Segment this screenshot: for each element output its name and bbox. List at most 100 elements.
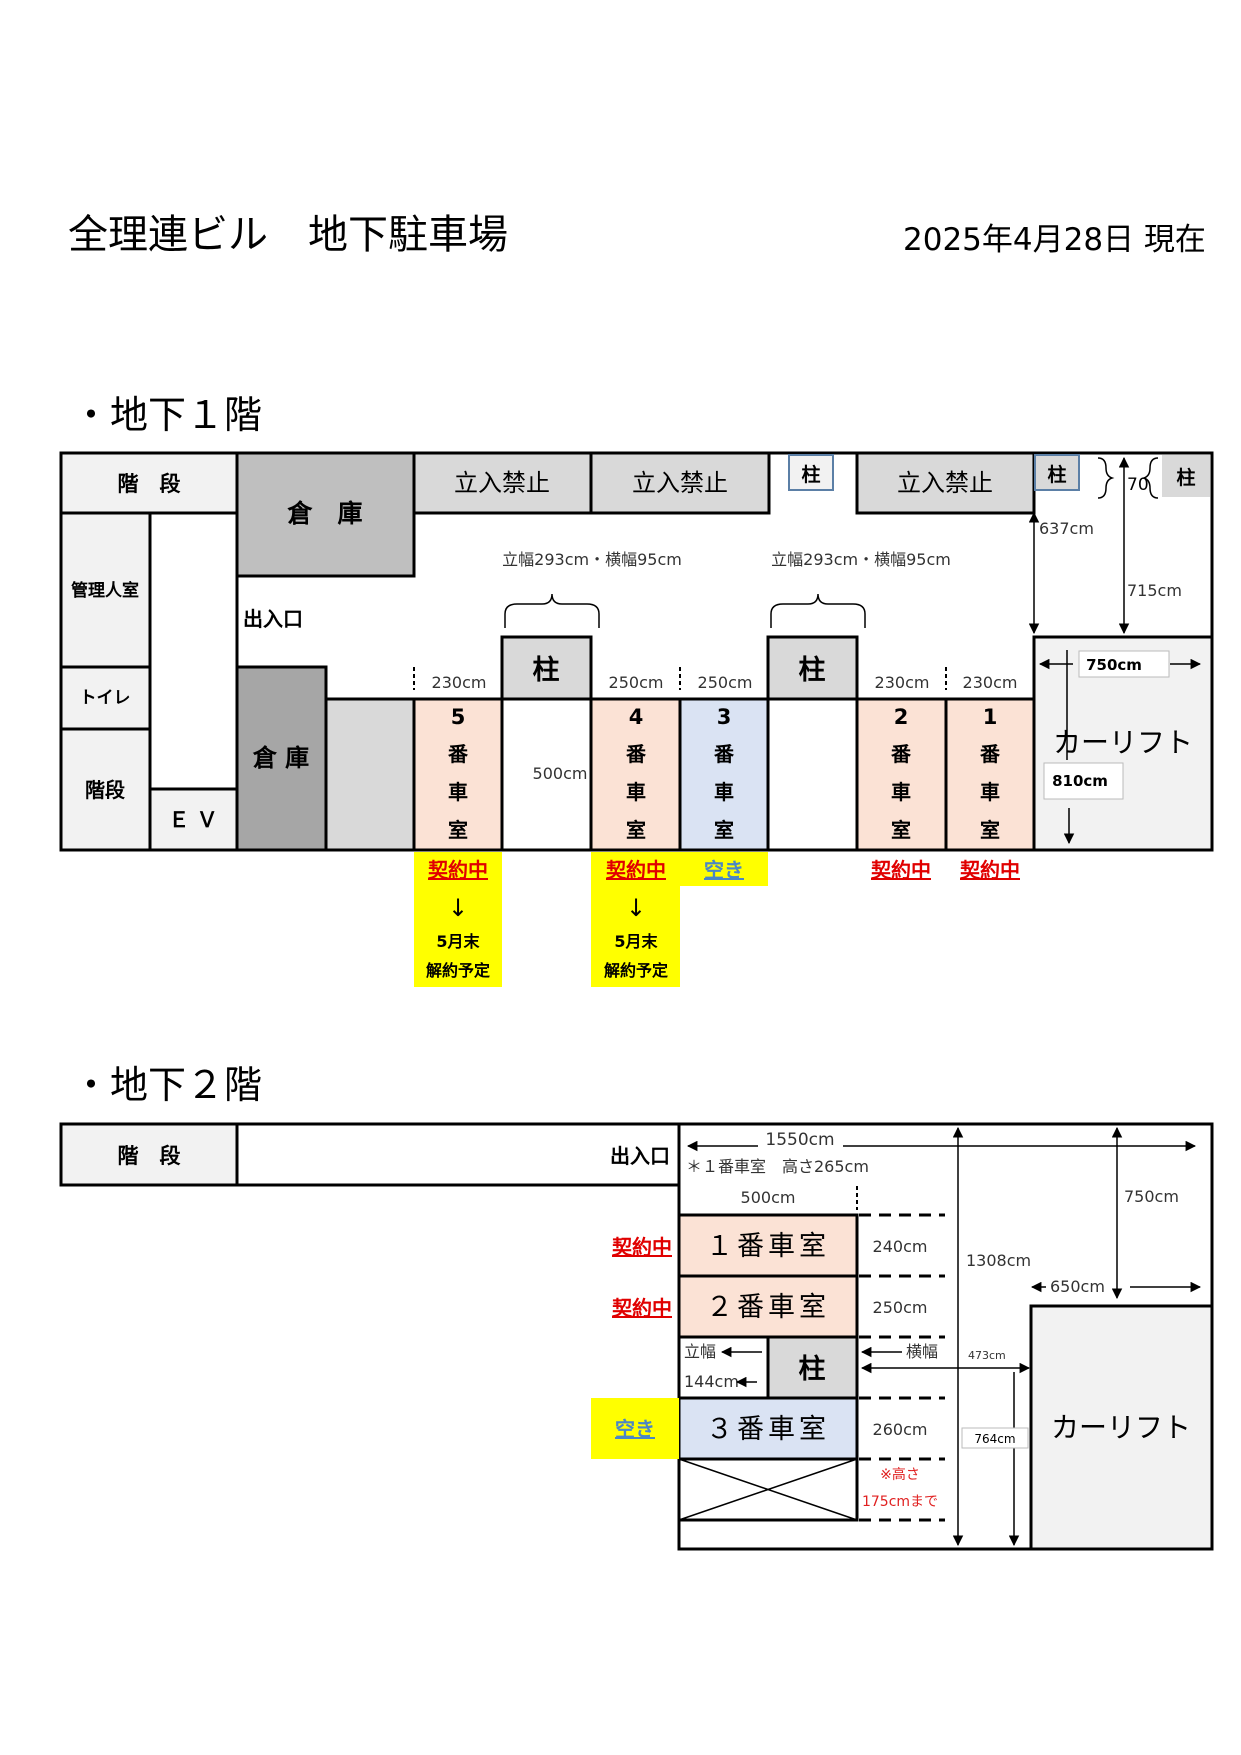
b2-dim-260: 260cm: [873, 1420, 928, 1439]
b2-stairs: [59, 1122, 239, 1187]
b2-room-3[interactable]: ３番車室: [677, 1396, 859, 1461]
b1-room-4-shitsu: 室: [626, 818, 646, 842]
b1-heading: ・地下１階: [72, 393, 263, 437]
b1-status-3-bg: [680, 852, 768, 886]
b1-pillar-brace-1: [504, 593, 600, 628]
b2-dim-240: 240cm: [873, 1237, 928, 1256]
b1-storage-upper: [235, 451, 416, 578]
b1-space-empty: [766, 697, 859, 852]
b2-heading: ・地下２階: [72, 1063, 263, 1107]
b1-pillar-small-3-label: 柱: [1176, 466, 1195, 489]
b1-entrance-label[interactable]: 出入口: [243, 607, 303, 631]
b2-carlift: [1029, 1304, 1214, 1551]
b1-room-3[interactable]: 3 番 車 室: [678, 697, 770, 852]
b2-status-3: 空き: [615, 1417, 655, 1441]
b1-no-entry-2: [589, 451, 771, 515]
b2-yokohaba: 横幅: [906, 1342, 938, 1361]
b1-no-entry-1-label: 立入禁止: [454, 469, 550, 497]
b2-status-3-bg: [591, 1398, 679, 1459]
b1-750-box: [1078, 650, 1170, 678]
b1-status-4-arrow: ↓: [626, 894, 646, 922]
b1-w-3: 250cm: [698, 673, 753, 692]
b1-room-2[interactable]: 2 番 車 室: [855, 697, 948, 852]
b1-room-4-ban: 番: [625, 742, 647, 766]
b1-status-5-bg: [414, 852, 502, 987]
b1-w-1: 230cm: [963, 673, 1018, 692]
b1-room-1[interactable]: 1 番 車 室: [944, 697, 1036, 852]
b1-dim-810: 810cm: [1052, 772, 1108, 790]
b2-room-1[interactable]: １番車室: [677, 1213, 859, 1278]
b2-carlift-label: カーリフト: [1051, 1411, 1191, 1444]
b2-pillar-side: [677, 1335, 770, 1400]
b1-status-5-month: 5月末: [436, 932, 480, 951]
b1-storage-lower-label: 倉 庫: [252, 744, 309, 772]
b1-status-5: 契約中: [427, 858, 488, 882]
b1-no-entry-3-label: 立入禁止: [897, 469, 993, 497]
b1-brace-70b: [1141, 457, 1159, 499]
b1-room-2-num: 2: [894, 705, 909, 729]
b1-status-4-month: 5月末: [614, 932, 658, 951]
b1-room-3-ban: 番: [713, 742, 735, 766]
b1-status-4-plan: 解約予定: [604, 961, 668, 980]
b1-dim-70: 70: [1127, 475, 1149, 495]
b1-room-4[interactable]: 4 番 車 室: [589, 697, 682, 852]
b1-carlift-label: カーリフト: [1053, 726, 1193, 759]
page-title: 全理連ビル 地下駐車場: [68, 212, 508, 258]
b1-room-3-shitsu: 室: [714, 818, 734, 842]
b1-pillar-small-2: [1034, 454, 1080, 491]
b2-note-h2: 175cmまで: [862, 1494, 938, 1510]
b1-toilet: [59, 665, 152, 731]
b2-dim-250: 250cm: [873, 1298, 928, 1317]
b1-status-5-arrow: ↓: [448, 894, 468, 922]
b2-entrance-label[interactable]: 出入口: [610, 1144, 670, 1168]
b1-stairs-label: 階段: [85, 778, 125, 802]
b2-dashed-lines: [859, 1213, 945, 1522]
b1-len-500: 500cm: [533, 764, 588, 783]
b2-pillar-label: 柱: [799, 1354, 826, 1385]
b1-dim-750: 750cm: [1086, 656, 1142, 674]
b2-dim-650: 650cm: [1050, 1277, 1105, 1296]
as-of-date: 2025年4月28日 現在: [903, 222, 1206, 258]
b1-status-4: 契約中: [605, 858, 666, 882]
b1-shaft: [148, 511, 239, 791]
b1-pillar-brace-2: [770, 593, 866, 628]
b2-status-2: 契約中: [611, 1296, 672, 1320]
b1-status-5-plan: 解約予定: [426, 961, 490, 980]
b1-w-5: 230cm: [432, 673, 487, 692]
b1-pillar-dim-2: 立幅293cm・横幅95cm: [771, 550, 951, 569]
b1-status-3: 空き: [704, 858, 744, 882]
b1-elevator: [148, 787, 239, 852]
b1-pillar-big-2: [766, 635, 859, 701]
b2-corridor: [235, 1122, 681, 1187]
b1-no-entry-2-label: 立入禁止: [632, 469, 728, 497]
b1-room-5[interactable]: 5 番 車 室: [412, 697, 504, 852]
b2-room-2[interactable]: ２番車室: [677, 1274, 859, 1339]
b2-room-3-label: ３番車室: [706, 1414, 830, 1445]
b1-pillar-small-1-label: 柱: [801, 463, 820, 486]
b2-dim-750: 750cm: [1124, 1187, 1179, 1206]
b1-room-4-num: 4: [629, 705, 644, 729]
b2-764-box: [961, 1427, 1029, 1449]
b2-plan: 階 段 出入口 1550cm ＊１番車室 高さ265cm 500cm １番車室 …: [59, 1122, 1214, 1551]
b2-dim-500: 500cm: [741, 1188, 796, 1207]
b1-storage-upper-label: 倉 庫: [286, 499, 362, 528]
b2-status-1: 契約中: [611, 1235, 672, 1259]
b1-status: 契約中 ↓ 5月末 解約予定 契約中 ↓ 5月末 解約予定 空き 契約中 契約中: [414, 852, 1020, 987]
b2-dim-1308: 1308cm: [966, 1251, 1031, 1270]
b1-room-2-ban: 番: [890, 742, 912, 766]
b1-room-3-num: 3: [717, 705, 732, 729]
b1-kanri-room: [59, 511, 152, 669]
b1-no-entry-1: [412, 451, 593, 515]
b1-room-1-ban: 番: [979, 742, 1001, 766]
b1-pillar-small-1: [788, 454, 834, 491]
b1-dim-715: 715cm: [1127, 581, 1182, 600]
b1-status-2: 契約中: [870, 858, 931, 882]
b2-dim-144: 144cm: [684, 1372, 739, 1391]
b1-pillar-big-1-label: 柱: [533, 655, 560, 686]
b2-room-2-label: ２番車室: [706, 1292, 830, 1323]
b2-dim-1550: 1550cm: [765, 1130, 834, 1150]
b1-w-4: 250cm: [609, 673, 664, 692]
b1-kanri-label: 管理人室: [71, 580, 139, 601]
b2-tatehaba: 立幅: [684, 1342, 716, 1361]
